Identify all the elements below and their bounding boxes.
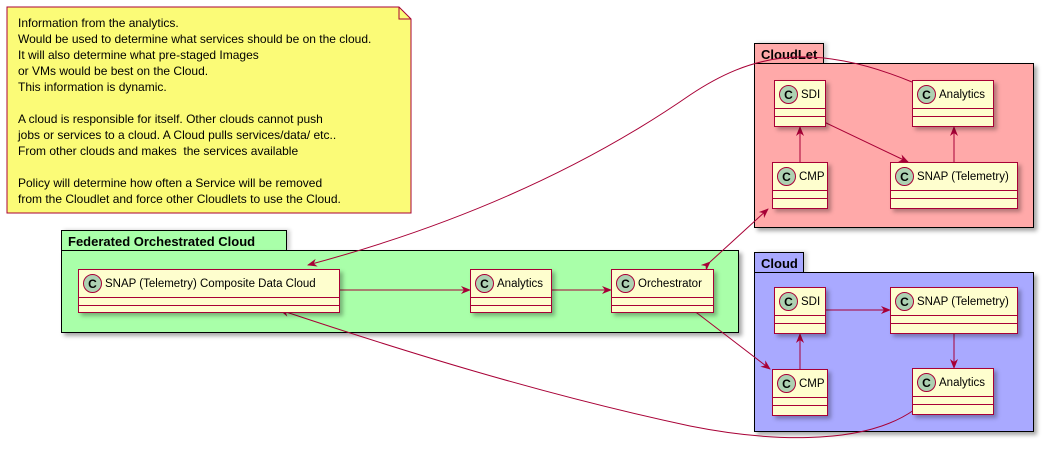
class-name: CMP xyxy=(799,170,825,183)
class-name: Analytics xyxy=(939,88,986,101)
federated-package-tab: Federated Orchestrated Cloud xyxy=(61,230,287,251)
class-divider xyxy=(891,190,1017,191)
class-marker-icon: C xyxy=(83,274,102,293)
note-shape xyxy=(6,6,412,214)
note-line: From other clouds and makes the services… xyxy=(18,144,299,158)
class-name: Analytics xyxy=(497,277,544,290)
class-divider xyxy=(773,397,827,398)
class-name: CMP xyxy=(799,377,825,390)
class-name: SDI xyxy=(801,295,821,308)
class-divider xyxy=(471,305,551,306)
class-divider xyxy=(913,404,993,405)
class-divider xyxy=(471,297,551,298)
class-name: Orchestrator xyxy=(638,277,702,290)
class-marker-icon: C xyxy=(917,373,936,392)
class-divider xyxy=(775,116,825,117)
note-line: from the Cloudlet and force other Cloudl… xyxy=(18,192,341,206)
class-divider xyxy=(775,323,825,324)
analytics-note: Information from the analytics. Would be… xyxy=(6,6,412,214)
note-line: Information from the analytics. xyxy=(18,16,179,30)
class-marker-icon: C xyxy=(777,167,796,186)
cloudlet-package-tab: CloudLet xyxy=(754,43,824,64)
note-line: Would be used to determine what services… xyxy=(18,32,372,46)
note-line: jobs or services to a cloud. A Cloud pul… xyxy=(18,128,337,142)
class-marker-icon: C xyxy=(917,85,936,104)
class-name: SNAP (Telemetry) Composite Data Cloud xyxy=(105,277,316,290)
class-name: SNAP (Telemetry) xyxy=(917,295,1009,308)
class-divider xyxy=(891,315,1017,316)
class-divider xyxy=(913,396,993,397)
class-divider xyxy=(79,305,339,306)
class-divider xyxy=(775,108,825,109)
class-divider xyxy=(891,198,1017,199)
class-marker-icon: C xyxy=(779,85,798,104)
class-divider xyxy=(773,405,827,406)
class-divider xyxy=(612,297,713,298)
edge-cloud-analytics-to-composite xyxy=(279,309,915,439)
class-name: SDI xyxy=(801,88,821,101)
cloud-package-title: Cloud xyxy=(761,256,798,271)
class-divider xyxy=(612,305,713,306)
note-line: or VMs would be best on the Cloud. xyxy=(18,64,209,78)
class-name: SNAP (Telemetry) xyxy=(917,170,1009,183)
class-marker-icon: C xyxy=(475,274,494,293)
class-divider xyxy=(775,315,825,316)
class-marker-icon: C xyxy=(895,167,914,186)
class-divider xyxy=(891,323,1017,324)
class-divider xyxy=(773,190,827,191)
note-line: It will also determine what pre-staged I… xyxy=(18,48,259,62)
class-divider xyxy=(773,198,827,199)
note-line: A cloud is responsible for itself. Other… xyxy=(18,112,323,126)
class-marker-icon: C xyxy=(895,292,914,311)
class-marker-icon: C xyxy=(777,374,796,393)
edge-orchestrator-cloud-cmp xyxy=(687,304,771,370)
class-name: Analytics xyxy=(939,376,986,389)
class-divider xyxy=(79,297,339,298)
note-line: Policy will determine how often a Servic… xyxy=(18,176,323,190)
cloudlet-package-title: CloudLet xyxy=(761,47,818,62)
class-divider xyxy=(913,108,993,109)
federated-package-title: Federated Orchestrated Cloud xyxy=(68,234,256,249)
note-text: Information from the analytics. Would be… xyxy=(18,15,371,207)
edge-orchestrator-cloudlet-cmp xyxy=(700,208,769,272)
class-marker-icon: C xyxy=(779,292,798,311)
edge-cloudlet-sdi-to-snap xyxy=(821,120,909,163)
class-marker-icon: C xyxy=(616,274,635,293)
note-line: This information is dynamic. xyxy=(18,80,167,94)
edge-cloudlet-analytics-to-composite xyxy=(307,56,913,267)
class-divider xyxy=(913,116,993,117)
